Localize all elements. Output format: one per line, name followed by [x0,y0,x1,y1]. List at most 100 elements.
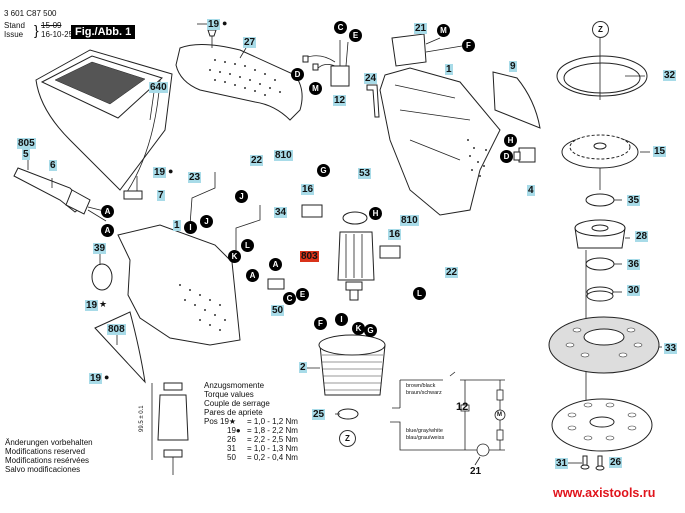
armature-part [337,211,375,301]
issue-label: Issue [4,30,24,39]
wiring-label-12: 12 [456,401,469,413]
filter-plate-part [94,311,146,384]
connector-h: H [369,207,382,220]
connector-f: F [462,39,475,52]
part-number: 3 601 C87 500 [4,9,57,18]
torque-pos-31: 31 [227,444,236,453]
label-803-highlighted: 803 [300,251,319,262]
reference-z-2: Z [339,430,356,447]
label-1-left: 1 [173,220,181,231]
connector-c: C [283,292,296,305]
torque-val-31: = 1,0 - 1,3 Nm [247,444,298,453]
label-4: 4 [527,185,535,196]
torque-title-en: Torque values [204,390,254,399]
bearing-part [586,286,614,302]
torque-pos-19-star: Pos 19★ [204,417,237,426]
clip-part [366,84,380,118]
lead-wire-part-2 [235,205,261,250]
label-810-right: 810 [400,215,419,226]
watermark-link[interactable]: www.axistools.ru [553,486,656,500]
connector-f-2: F [314,317,327,330]
connector-c-2: C [334,21,347,34]
label-19-star: 19 [85,300,99,311]
connector-d-2: D [500,150,513,163]
capacitor-part [302,40,350,87]
seal-ring-part [91,263,113,291]
field-coil-part [318,334,386,396]
armature-dimension: 99.5 ± 0.1 [139,405,145,432]
connector-k: K [228,250,241,263]
brush-holder-part-2 [379,245,401,259]
label-19-top: 19 [207,19,221,30]
label-39: 39 [93,243,107,254]
switch-part [391,33,463,67]
torque-pos-50: 50 [227,453,236,462]
connector-g: G [317,164,330,177]
torque-val-19-star: = 1,0 - 1,2 Nm [247,417,298,426]
spacer-part [585,257,615,271]
label-28: 28 [635,231,649,242]
torque-title-es: Pares de apriete [204,408,263,417]
motor-symbol: M [497,412,502,418]
label-53: 53 [358,168,372,179]
label-12: 12 [333,95,347,106]
figure-label: Fig./Abb. 1 [71,25,136,39]
label-7: 7 [157,190,165,201]
label-22-right: 22 [445,267,459,278]
label-15: 15 [653,146,667,157]
label-32: 32 [663,70,677,81]
dot-symbol-2: ● [168,166,174,176]
hook-loop-plate-part [551,398,653,452]
connector-i: I [184,221,197,234]
label-19-bottom: 19 [89,373,103,384]
label-24: 24 [364,73,378,84]
label-5: 5 [22,149,30,160]
reference-z: Z [592,21,609,38]
label-36: 36 [627,259,641,270]
label-1-right: 1 [445,64,453,75]
handle-housing-part [117,224,241,346]
connector-k-2: K [352,322,365,335]
label-23: 23 [188,172,202,183]
brace: } [34,22,39,38]
o-ring-part [337,408,359,420]
label-30: 30 [627,285,641,296]
lead-wire-part [189,172,216,226]
ring-part [556,36,648,100]
connector-m-2: M [437,24,450,37]
terminal-block-part [267,278,285,290]
wire-blue-de: blau/grau/weiss [406,435,445,441]
label-21: 21 [414,23,428,34]
issue-date: 16-10-25 [41,30,74,39]
connector-a-3: A [269,258,282,271]
backing-pad-part [548,316,660,374]
top-cover-part [175,23,303,121]
label-27: 27 [243,37,257,48]
connector-j-2: J [235,190,248,203]
torque-pos-19-dot: 19● [227,426,241,435]
torque-title-de: Anzugsmomente [204,381,265,390]
notice-fr: Modifications resérvées [5,456,90,465]
label-34: 34 [274,207,288,218]
label-50: 50 [271,305,285,316]
housing-part [379,67,501,216]
dot-symbol-3: ● [104,372,110,382]
label-808: 808 [107,324,126,335]
dust-box-part [35,49,173,196]
notice-de: Änderungen vorbehalten [5,438,93,447]
connector-d: D [291,68,304,81]
connector-i-2: I [335,313,348,326]
connector-j: J [200,215,213,228]
connector-a-2: A [101,224,114,237]
fan-part [561,134,639,190]
clamp-part [123,190,143,200]
star-symbol: ★ [99,299,108,309]
connector-l-2: L [413,287,426,300]
label-22-left: 22 [250,155,264,166]
connector-e-2: E [296,288,309,301]
label-2: 2 [299,362,307,373]
stand-label: Stand [4,21,25,30]
connector-l: L [241,239,254,252]
dust-plate-part [492,71,541,129]
